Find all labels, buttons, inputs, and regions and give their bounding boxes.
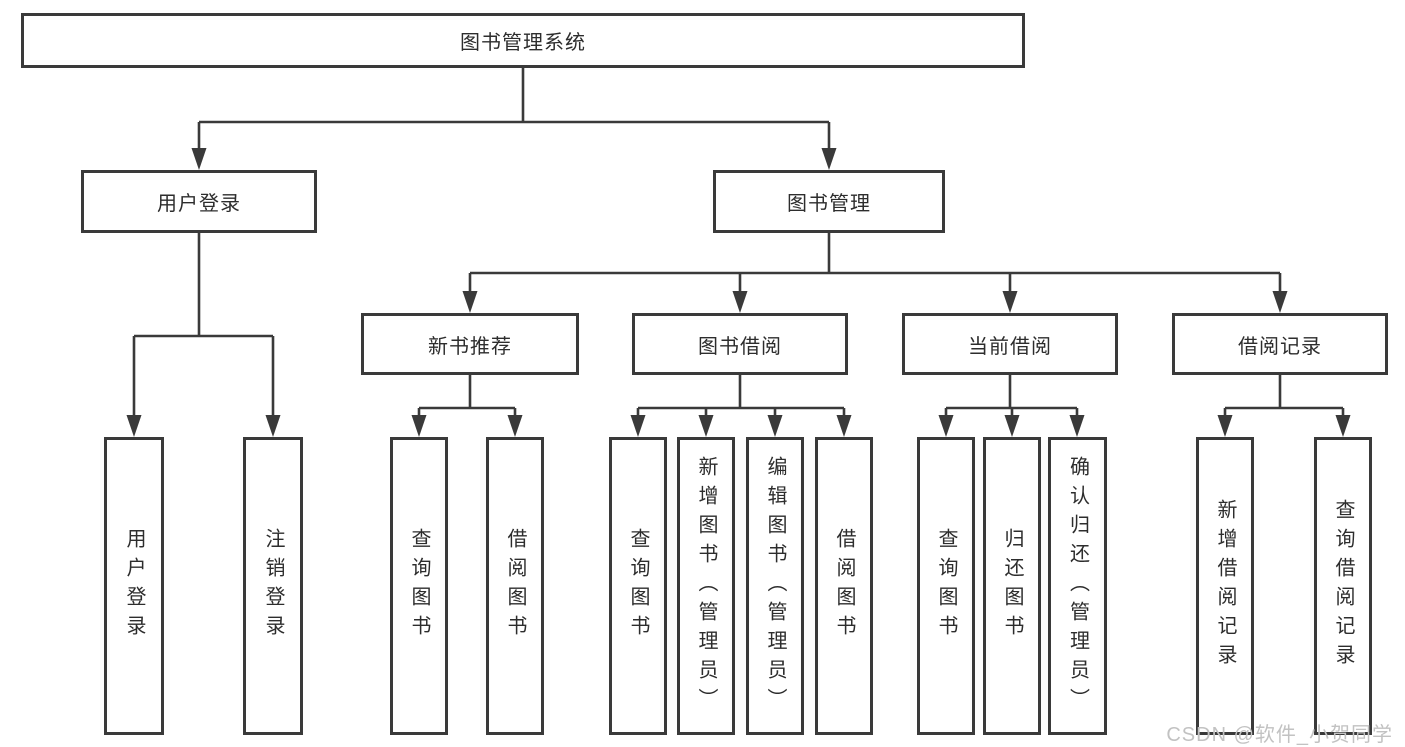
leaf-borrow-borrow: 借阅图书 (815, 437, 873, 735)
leaf-newbooks-query: 查询图书 (390, 437, 448, 735)
leaf-borrow-add: 新增图书（管理员） (677, 437, 735, 735)
node-root: 图书管理系统 (21, 13, 1025, 68)
connector-root-to-level2 (191, 68, 837, 170)
node-records: 借阅记录 (1172, 313, 1388, 375)
connector-current-to-leaves (938, 375, 1085, 437)
leaf-newbooks-query-label: 查询图书 (408, 528, 430, 644)
leaf-borrow-query-label: 查询图书 (627, 528, 649, 644)
leaf-records-query: 查询借阅记录 (1314, 437, 1372, 735)
leaf-current-query: 查询图书 (917, 437, 975, 735)
leaf-borrow-query: 查询图书 (609, 437, 667, 735)
connector-user-login-to-leaves (126, 233, 281, 437)
connector-new-books-to-leaves (411, 375, 523, 437)
node-book-mgmt-label: 图书管理 (787, 193, 871, 215)
leaf-current-query-label: 查询图书 (935, 528, 957, 644)
node-current-label: 当前借阅 (968, 335, 1052, 358)
node-new-books-label: 新书推荐 (428, 335, 512, 358)
node-new-books: 新书推荐 (361, 313, 579, 375)
node-current: 当前借阅 (902, 313, 1118, 375)
connector-book-mgmt-to-level3 (462, 233, 1288, 313)
leaf-records-add: 新增借阅记录 (1196, 437, 1254, 735)
node-user-login: 用户登录 (81, 170, 317, 233)
leaf-newbooks-borrow: 借阅图书 (486, 437, 544, 735)
leaf-borrow-add-label: 新增图书（管理员） (695, 455, 717, 717)
node-borrow: 图书借阅 (632, 313, 848, 375)
node-user-login-label: 用户登录 (157, 193, 241, 215)
node-book-mgmt: 图书管理 (713, 170, 945, 233)
leaf-newbooks-borrow-label: 借阅图书 (504, 528, 526, 644)
node-records-label: 借阅记录 (1238, 335, 1322, 358)
connector-borrow-to-leaves (630, 375, 852, 437)
leaf-borrow-edit: 编辑图书（管理员） (746, 437, 804, 735)
node-borrow-label: 图书借阅 (698, 335, 782, 358)
leaf-borrow-borrow-label: 借阅图书 (833, 528, 855, 644)
leaf-current-confirm-label: 确认归还（管理员） (1066, 455, 1089, 717)
leaf-current-return-label: 归还图书 (1001, 528, 1023, 644)
leaf-user-login-label: 用户登录 (123, 528, 145, 644)
leaf-borrow-edit-label: 编辑图书（管理员） (764, 455, 786, 717)
leaf-logout-label: 注销登录 (262, 528, 284, 644)
leaf-current-return: 归还图书 (983, 437, 1041, 735)
leaf-records-add-label: 新增借阅记录 (1214, 499, 1236, 673)
node-root-label: 图书管理系统 (460, 32, 586, 54)
watermark: CSDN @软件_小贺同学 (1166, 724, 1393, 746)
leaf-logout: 注销登录 (243, 437, 303, 735)
connector-records-to-leaves (1217, 375, 1351, 437)
leaf-records-query-label: 查询借阅记录 (1332, 499, 1354, 673)
leaf-current-confirm: 确认归还（管理员） (1048, 437, 1107, 735)
leaf-user-login: 用户登录 (104, 437, 164, 735)
